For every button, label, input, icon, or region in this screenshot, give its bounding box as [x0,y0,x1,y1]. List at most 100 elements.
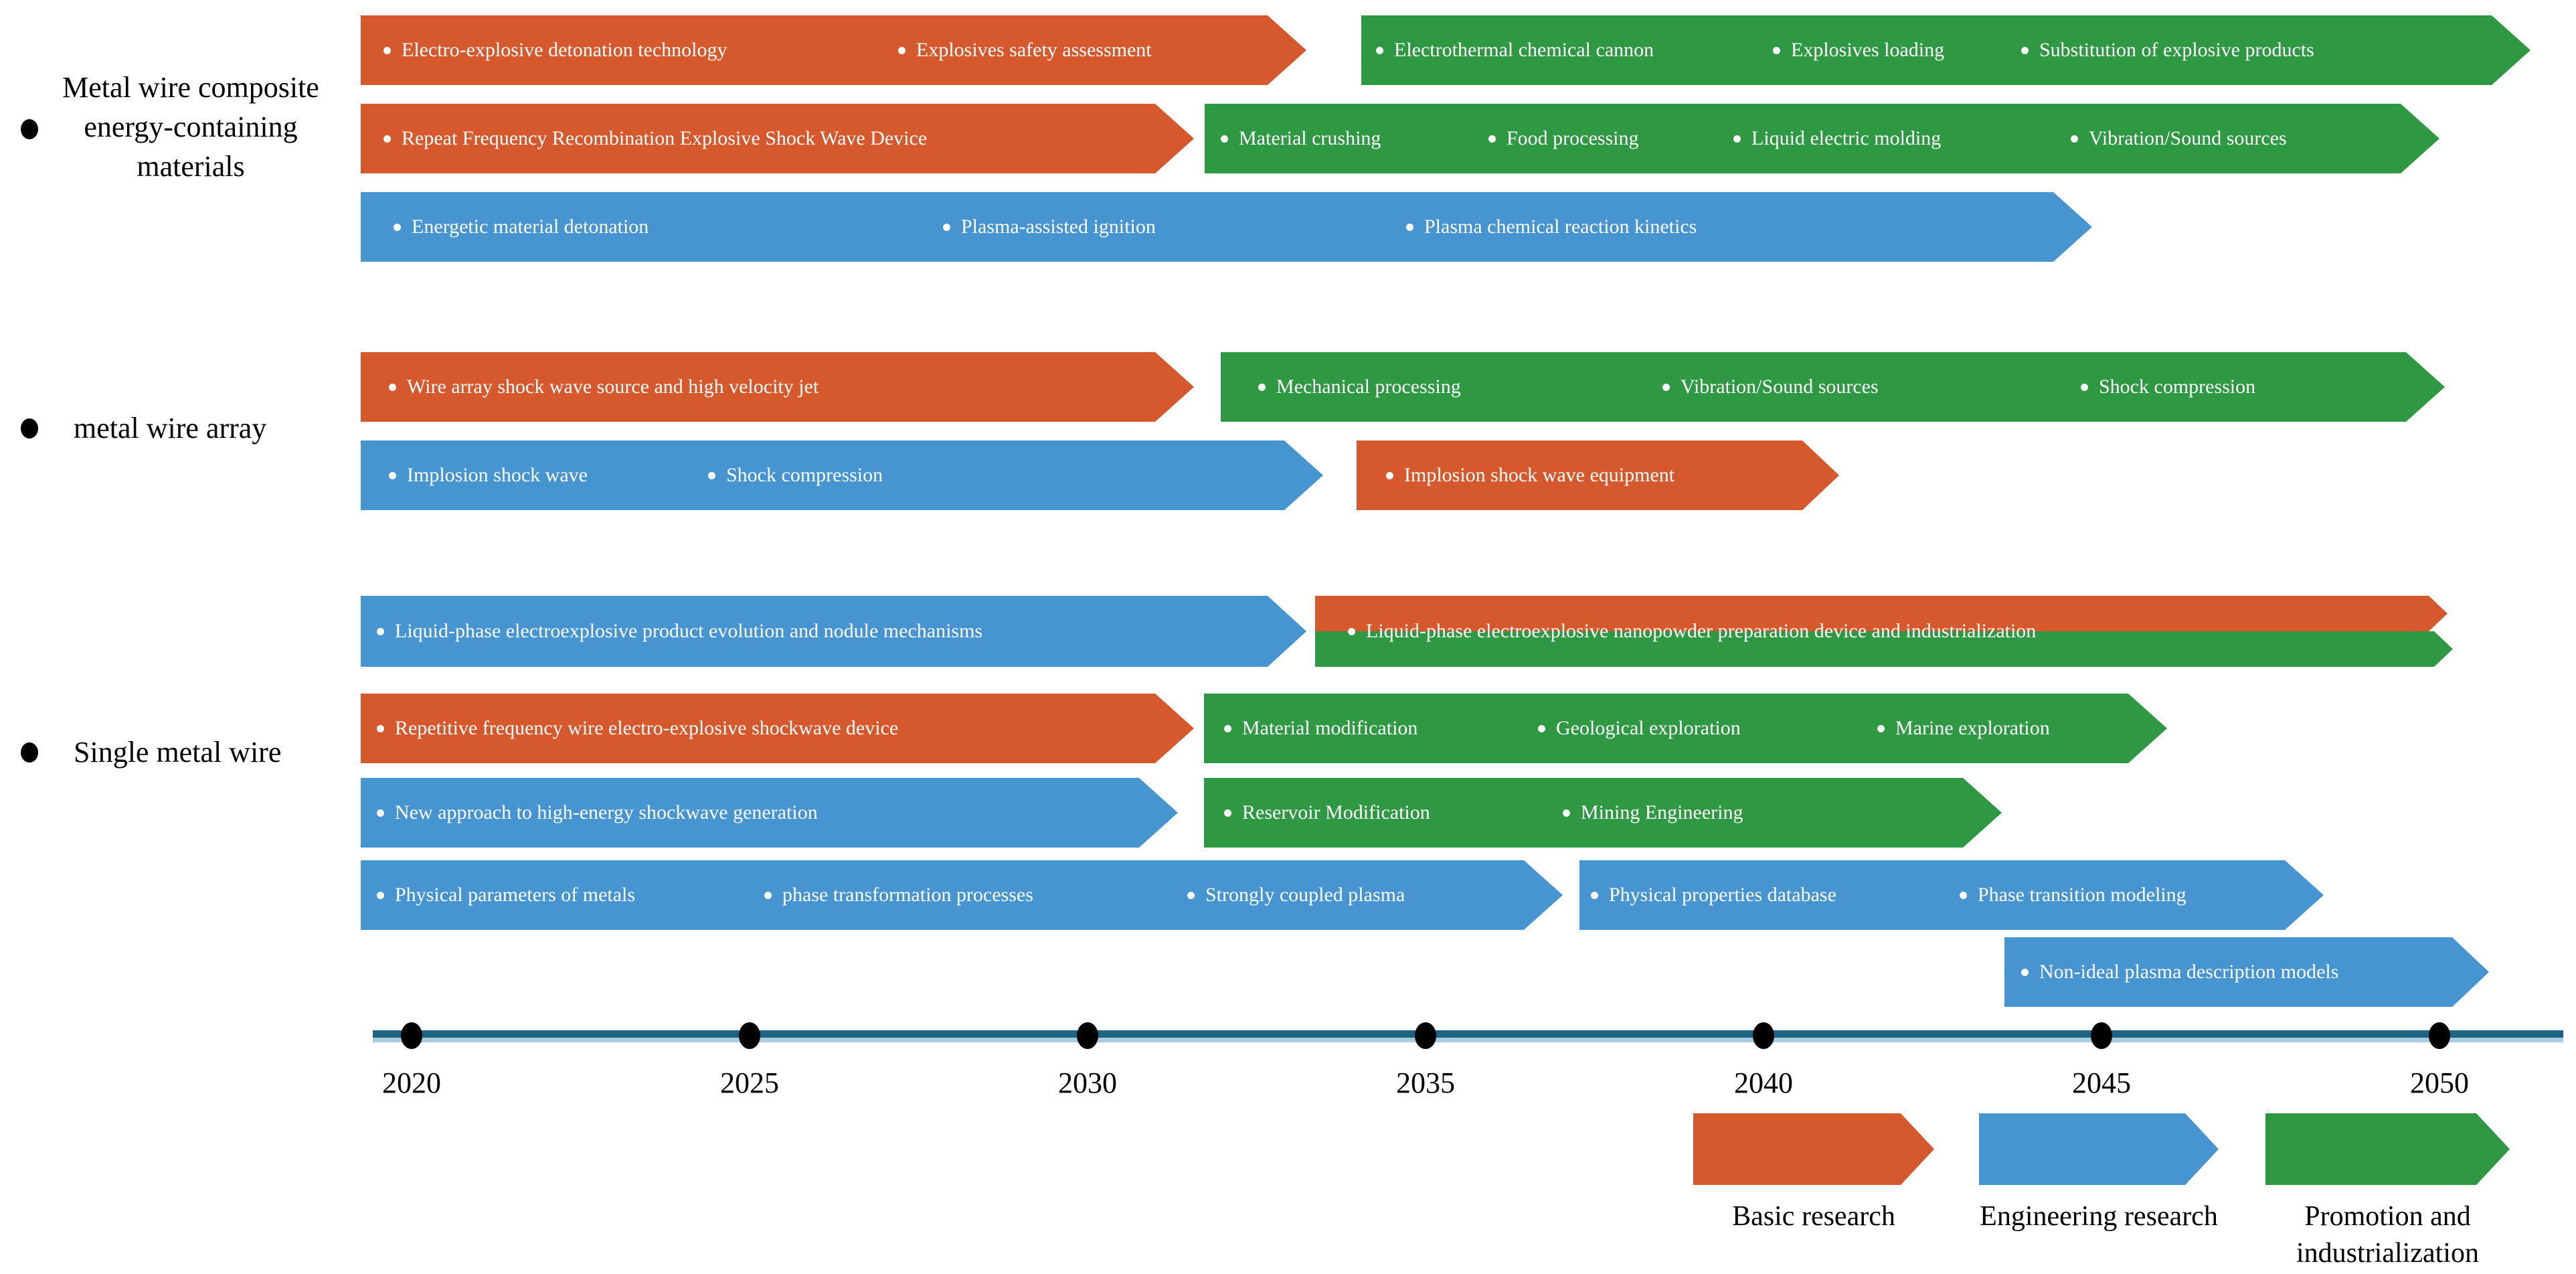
bullet-icon [764,891,772,899]
bar-label-text: Electrothermal chemical cannon [1394,39,1654,61]
category-label-2: Single metal wire [74,732,475,772]
bar-shape-basic [361,15,1306,85]
bullet-icon [1877,724,1885,732]
timeline-dot [1077,1022,1098,1049]
bullet-icon [1563,809,1570,817]
category-label-1: metal wire array [74,408,475,448]
bar-label-text: Marine exploration [1895,717,2050,739]
bar-shape-engineering [2004,937,2489,1007]
bullet-icon [1187,891,1195,899]
bar-shape-basic [361,352,1194,422]
bar-label-text: Mechanical processing [1276,376,1461,398]
bullet-icon [898,46,906,54]
roadmap-bar: Implosion shock wave equipment [1357,441,1839,510]
legend-arrow-basic [1693,1113,1934,1185]
bar-label: phase transformation processes [764,860,1033,930]
bullet-icon [1406,223,1413,231]
bar-label: Liquid-phase electroexplosive nanopowder… [1348,596,2036,667]
roadmap-bar: Material modification Geological explorat… [1204,694,2167,763]
timeline-dot [401,1022,422,1049]
bar-label: Shock compression [708,441,883,510]
bar-label-text: Liquid electric molding [1751,127,1942,149]
bullet-icon [1662,383,1670,391]
timeline-dot [1415,1022,1436,1049]
roadmap-bar: Electrothermal chemical cannon Explosives… [1361,15,2530,85]
bullet-icon [1773,46,1780,54]
bar-label: Repetitive frequency wire electro-explos… [377,694,898,763]
bar-label-text: Physical parameters of metals [395,884,636,906]
year-label: 2025 [720,1066,779,1099]
bar-label-text: Substitution of explosive products [2039,39,2314,61]
bar-label-text: Shock compression [726,464,883,486]
bar-label: Material modification [1224,694,1418,763]
bar-label: Vibration/Sound sources [1662,352,1879,422]
bullet-icon [1258,383,1266,391]
bar-label: Energetic material detonation [394,192,649,262]
roadmap-bar: Physical parameters of metals phase trans… [361,860,1563,930]
bar-label-text: phase transformation processes [782,884,1033,906]
bullet-icon [377,891,384,899]
bar-label-text: Material crushing [1239,127,1381,149]
bar-shape-engineering [361,596,1306,667]
bullet-icon [2081,383,2088,391]
bar-shape-engineering [361,778,1178,848]
year-label: 2020 [382,1066,441,1099]
bar-label-text: Vibration/Sound sources [1681,376,1879,398]
bar-shape-promotion [1205,104,2439,173]
bar-label: Geological exploration [1538,694,1741,763]
bar-label: Substitution of explosive products [2021,15,2314,85]
bar-label-text: Electro-explosive detonation technology [402,39,727,61]
bar-shape-promotion-bottom [1315,631,2453,667]
year-label: 2045 [2072,1066,2131,1099]
year-label: 2040 [1734,1066,1793,1099]
timeline-dot [1753,1022,1774,1049]
category-label-line: energy-containing [84,110,298,143]
roadmap-bar: Liquid-phase electroexplosive nanopowder… [1315,596,2453,667]
bar-label-text: Wire array shock wave source and high ve… [407,376,819,398]
year-label: 2030 [1058,1066,1117,1099]
bar-label: Strongly coupled plasma [1187,860,1405,930]
bar-label-text: Explosives loading [1791,39,1945,61]
bullet-icon [1221,135,1228,143]
bar-label: Explosives loading [1773,15,1944,85]
legend-label: Engineering research [1925,1198,2273,1235]
roadmap-bar: Mechanical processing Vibration/Sound sou… [1221,352,2445,422]
bullet-icon [708,471,715,479]
legend-label-line: Promotion and [2304,1201,2471,1232]
bullet-icon [1386,471,1393,479]
year-label: 2035 [1396,1066,1455,1099]
bar-shape-engineering [361,192,2092,262]
bullet-icon [394,223,401,231]
category-bullet-icon [21,119,38,139]
category-bullet-icon [21,742,38,763]
bullet-icon [1376,46,1383,54]
bar-label: Electrothermal chemical cannon [1376,15,1654,85]
bullet-icon [1224,724,1231,732]
bar-label: Reservoir Modification [1224,778,1430,848]
bar-label-text: Strongly coupled plasma [1205,884,1405,906]
bar-label: Implosion shock wave equipment [1386,441,1675,510]
axis-line-light [373,1038,2563,1042]
bullet-icon [383,135,391,143]
bar-label: Plasma-assisted ignition [943,192,1156,262]
bullet-icon [1488,135,1496,143]
timeline-dot [2429,1022,2450,1049]
bar-label-text: Geological exploration [1556,717,1741,739]
bullet-icon [377,627,384,635]
bar-label-text: Phase transition modeling [1978,884,2186,906]
bullet-icon [1960,891,1967,899]
bullet-icon [1224,809,1231,817]
bar-label: New approach to high-energy shockwave ge… [377,778,818,848]
bar-label: Implosion shock wave [389,441,588,510]
bar-shape-basic [361,104,1194,173]
bullet-icon [389,383,396,391]
bar-label-text: Liquid-phase electroexplosive nanopowder… [1366,620,2037,642]
bar-label-text: Repetitive frequency wire electro-explos… [395,717,899,739]
bar-label: Repeat Frequency Recombination Explosive… [383,104,927,173]
roadmap-bar: Repetitive frequency wire electro-explos… [361,694,1194,763]
bar-shape-engineering [1579,860,2324,930]
bullet-icon [377,809,384,817]
bar-label-text: Shock compression [2099,376,2256,398]
bullet-icon [383,46,391,54]
bar-shape-engineering [361,441,1323,510]
